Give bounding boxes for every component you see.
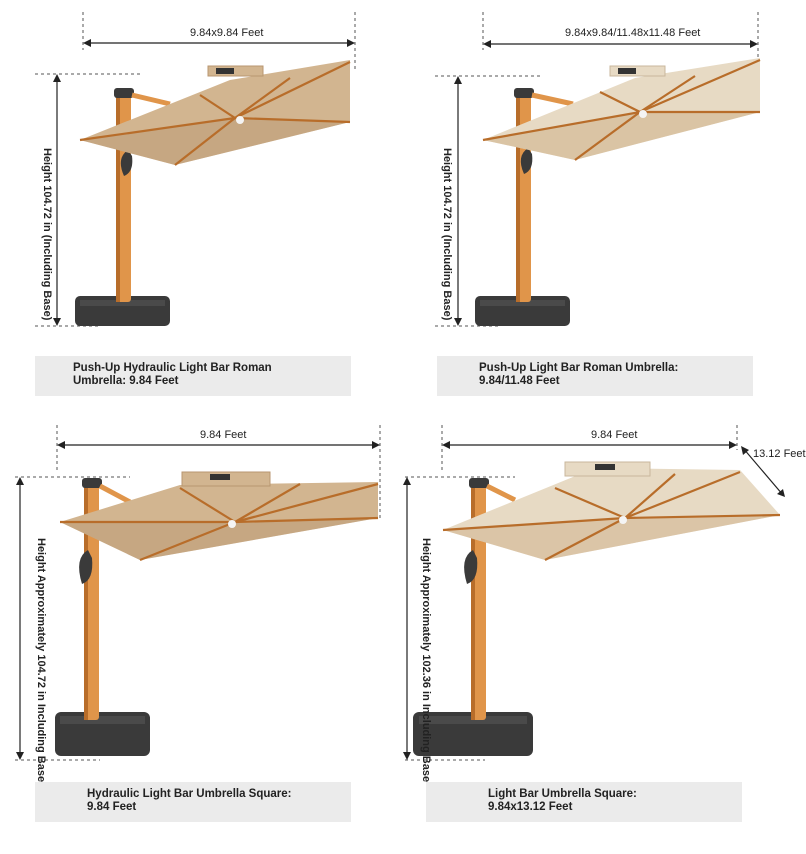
- caption-line-2: 9.84/11.48 Feet: [479, 375, 560, 387]
- caption-line-1: Push-Up Hydraulic Light Bar Roman: [73, 362, 272, 374]
- product-panel-1: 9.84x9.84 Feet Height 104.72 in (Includi…: [0, 0, 395, 410]
- umbrella-image-3: [15, 425, 381, 761]
- umbrella-image-4: [403, 425, 785, 761]
- height-dimension-label: Height 104.72 in (Including Base): [41, 148, 53, 321]
- umbrella-image-2: [435, 12, 761, 327]
- height-dimension-label: Height Approximately 102.36 in Including…: [420, 538, 432, 783]
- product-panel-3: 9.84 Feet Height Approximately 104.72 in…: [0, 410, 395, 854]
- caption-line-2: 9.84x13.12 Feet: [488, 801, 573, 813]
- width-dimension-label: 9.84x9.84 Feet: [190, 27, 264, 39]
- product-caption: Push-Up Light Bar Roman Umbrella: 9.84/1…: [437, 356, 753, 396]
- caption-line-1: Light Bar Umbrella Square:: [488, 788, 637, 800]
- width-dimension-label: 9.84 Feet: [200, 429, 247, 441]
- height-dimension-label: Height 104.72 in (Including Base): [441, 148, 453, 321]
- product-panel-4: 9.84 Feet 13.12 Feet Height Approximatel…: [395, 410, 806, 854]
- product-caption: Light Bar Umbrella Square: 9.84x13.12 Fe…: [426, 782, 742, 822]
- width-dimension-label: 9.84x9.84/11.48x11.48 Feet: [565, 27, 701, 39]
- caption-line-2: 9.84 Feet: [87, 801, 137, 813]
- product-caption: Push-Up Hydraulic Light Bar Roman Umbrel…: [35, 356, 351, 396]
- caption-line-1: Push-Up Light Bar Roman Umbrella:: [479, 362, 679, 374]
- caption-line-1: Hydraulic Light Bar Umbrella Square:: [87, 788, 292, 800]
- umbrella-image-1: [35, 12, 356, 327]
- product-caption: Hydraulic Light Bar Umbrella Square: 9.8…: [35, 782, 351, 822]
- caption-line-2: Umbrella: 9.84 Feet: [73, 375, 179, 387]
- depth-dimension-label: 13.12 Feet: [753, 448, 806, 460]
- product-panel-2: 9.84x9.84/11.48x11.48 Feet Height 104.72…: [395, 0, 790, 410]
- height-dimension-label: Height Approximately 104.72 in Including…: [35, 538, 47, 783]
- width-dimension-label: 9.84 Feet: [591, 429, 638, 441]
